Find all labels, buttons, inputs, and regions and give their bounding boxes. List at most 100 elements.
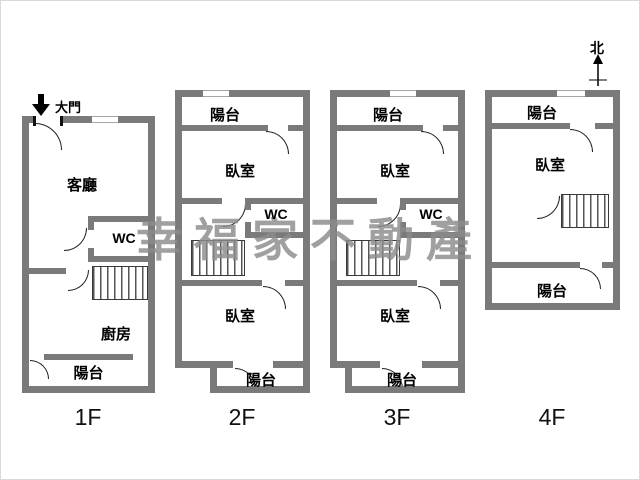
wall	[182, 280, 262, 286]
wall	[400, 198, 458, 204]
room-label-balcony-top-2f: 陽台	[209, 107, 240, 124]
wall	[337, 280, 417, 286]
wall	[485, 90, 557, 97]
wall	[182, 198, 222, 204]
wall	[22, 116, 36, 123]
wall	[400, 222, 406, 238]
floorplan-1f: 客廳 WC 廚房 陽台	[22, 116, 155, 393]
wall	[118, 116, 155, 123]
stairs-icon	[92, 266, 148, 300]
wall	[613, 90, 620, 310]
entrance-arrow-icon	[32, 94, 50, 116]
room-label-balcony-bottom-3f: 陽台	[386, 372, 417, 389]
room-label-wc-2f: WC	[264, 206, 288, 222]
wall	[485, 303, 620, 310]
door-arc-icon	[537, 196, 560, 219]
wall	[273, 361, 310, 368]
wall	[330, 90, 337, 368]
wall	[245, 198, 251, 210]
wall	[585, 90, 620, 97]
door-jamb	[33, 116, 36, 126]
wall	[229, 90, 310, 97]
wall	[345, 361, 352, 393]
wall	[288, 125, 303, 131]
wall	[330, 361, 380, 368]
wall	[492, 123, 570, 129]
door-arc-icon	[64, 228, 87, 251]
floorplan-2f: 陽台 臥室 WC 臥室 陽台	[175, 90, 310, 400]
wall	[29, 268, 66, 274]
wall	[210, 386, 310, 393]
wall	[182, 125, 268, 131]
room-label-balcony-top-4f: 陽台	[526, 105, 557, 122]
north-arrow-icon	[589, 54, 607, 86]
window-icon	[390, 90, 416, 97]
wall	[330, 90, 390, 97]
wall	[88, 216, 94, 230]
wall	[458, 361, 465, 393]
wall	[175, 361, 233, 368]
floorplan-4f: 陽台 臥室 陽台	[485, 90, 620, 310]
wall	[303, 90, 310, 368]
entrance-label: 大門	[55, 100, 82, 115]
floor-label-3f: 3F	[383, 404, 411, 430]
wall	[595, 123, 613, 129]
door-arc-icon	[35, 123, 62, 150]
room-label-living-1f: 客廳	[66, 177, 97, 194]
room-label-kitchen-1f: 廚房	[100, 326, 131, 343]
room-label-bedroom-4f: 臥室	[534, 157, 565, 174]
wall	[22, 116, 29, 393]
room-label-balcony-1f: 陽台	[73, 365, 104, 382]
wall	[62, 116, 92, 123]
wall	[88, 256, 148, 262]
wall	[175, 90, 182, 368]
door-arc-icon	[68, 270, 89, 291]
wall	[22, 386, 155, 393]
wall	[602, 262, 613, 268]
wall	[245, 222, 251, 238]
room-label-bedroom-lower-3f: 臥室	[379, 308, 410, 325]
floor-label-4f: 4F	[538, 404, 566, 430]
window-icon	[203, 90, 229, 97]
stairs-icon	[561, 194, 609, 228]
door-arc-icon	[421, 131, 444, 154]
wall	[400, 232, 458, 238]
door-arc-icon	[266, 131, 289, 154]
wall	[422, 361, 465, 368]
wall	[88, 216, 148, 222]
wall	[345, 386, 465, 393]
wall	[44, 354, 133, 360]
door-jamb	[60, 116, 63, 126]
room-label-balcony-bottom-4f: 陽台	[536, 283, 567, 300]
wall	[245, 232, 303, 238]
floor-label-2f: 2F	[228, 404, 256, 430]
wall	[245, 198, 303, 204]
wall	[303, 361, 310, 393]
wall	[440, 280, 458, 286]
wall	[210, 361, 217, 393]
wall	[458, 90, 465, 368]
room-label-balcony-top-3f: 陽台	[372, 107, 403, 124]
stairs-icon	[346, 240, 400, 276]
wall	[485, 90, 492, 310]
compass-label: 北	[590, 40, 604, 56]
wall	[400, 198, 406, 210]
window-icon	[92, 116, 118, 123]
room-label-bedroom-upper-3f: 臥室	[379, 163, 410, 180]
wall	[337, 198, 377, 204]
window-icon	[557, 90, 585, 97]
stairs-icon	[191, 240, 245, 276]
room-label-wc-3f: WC	[419, 206, 443, 222]
door-arc-icon	[570, 129, 593, 152]
wall	[88, 248, 94, 262]
wall	[175, 90, 203, 97]
room-label-balcony-bottom-2f: 陽台	[245, 372, 276, 389]
wall	[416, 90, 465, 97]
room-label-bedroom-upper-2f: 臥室	[224, 163, 255, 180]
floorplan-3f: 陽台 臥室 WC 臥室 陽台	[330, 90, 465, 400]
wall	[148, 116, 155, 393]
wall	[285, 280, 303, 286]
room-label-bedroom-lower-2f: 臥室	[224, 308, 255, 325]
wall	[337, 125, 423, 131]
wall	[443, 125, 458, 131]
